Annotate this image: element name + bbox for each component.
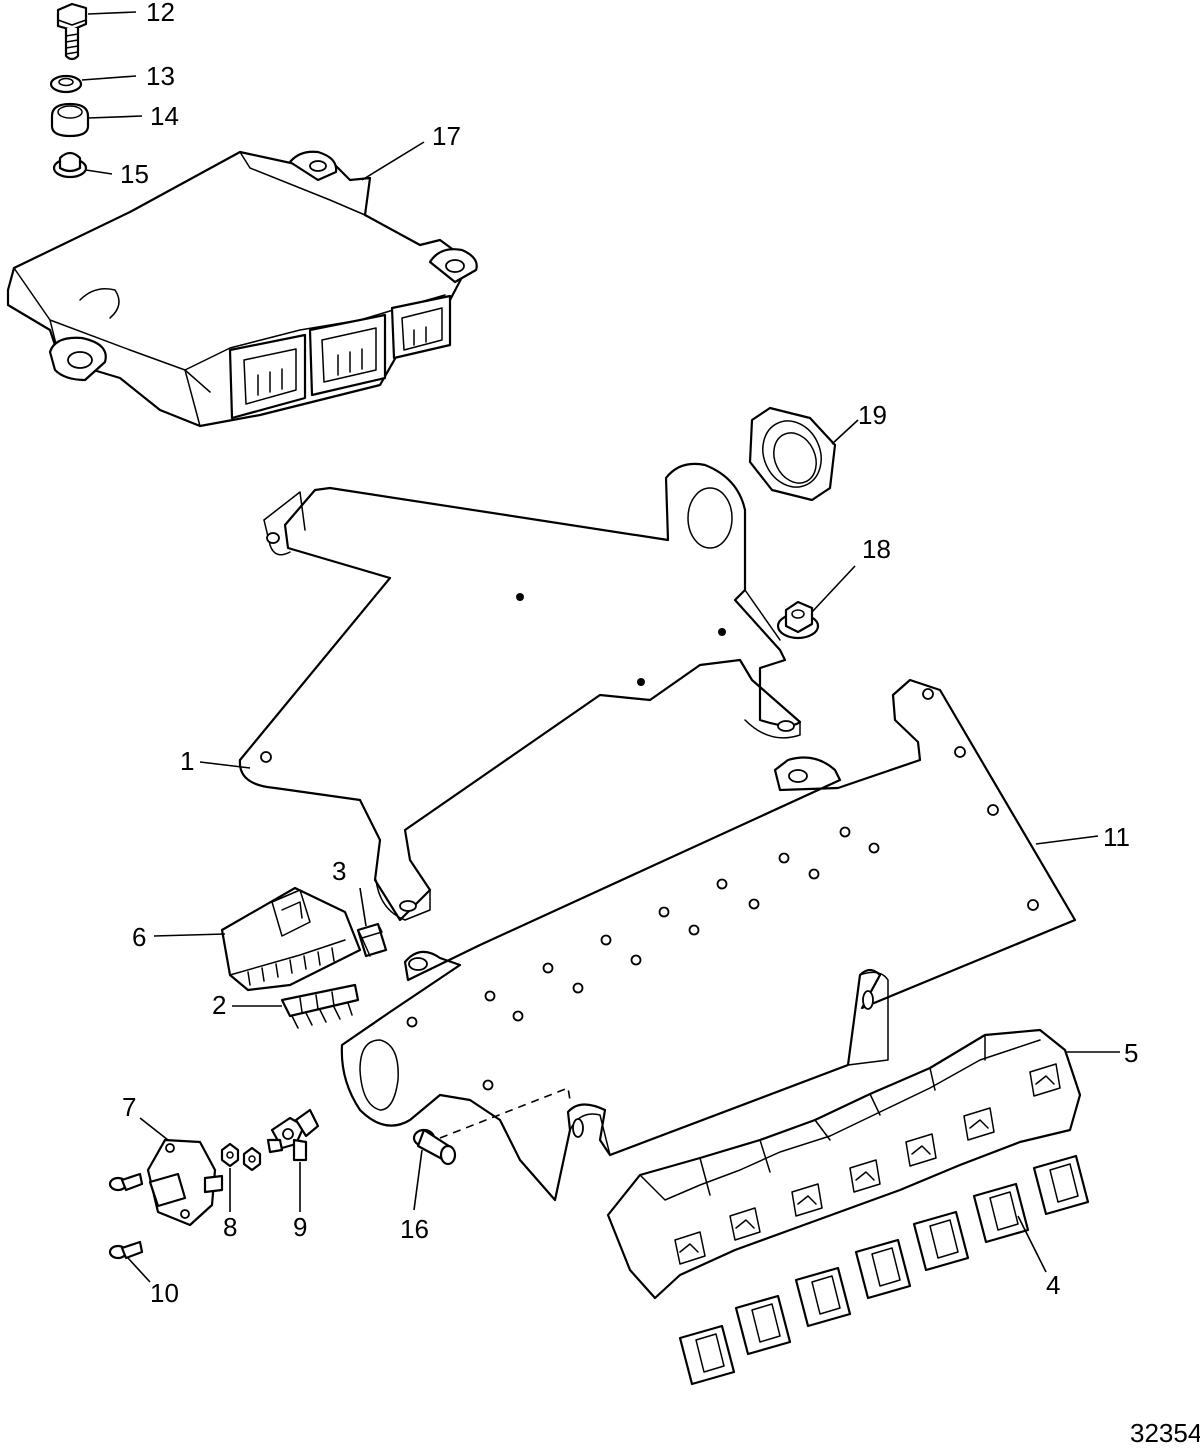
callout-18: 18 <box>862 534 891 564</box>
part-12-bolt <box>56 2 88 61</box>
callout-1: 1 <box>180 746 194 776</box>
part-2-fuse-strip <box>280 983 360 1029</box>
part-5-relay-bank <box>606 1028 1082 1300</box>
part-7-circuit-breaker <box>146 1138 224 1227</box>
part-8-nuts <box>220 1142 262 1172</box>
callout-13: 13 <box>146 61 175 91</box>
part-19-hex-nut <box>748 406 837 502</box>
callout-4: 4 <box>1046 1270 1060 1300</box>
part-6-fuse-block <box>220 886 362 992</box>
part-17-ecm-module <box>6 150 478 428</box>
leader-lines <box>81 11 1120 1283</box>
figure-number: 32354 <box>1130 1418 1200 1448</box>
callout-3: 3 <box>332 856 346 886</box>
part-10-screws <box>108 1172 144 1260</box>
part-18-flange-nut <box>776 600 820 640</box>
callout-19: 19 <box>858 400 887 430</box>
callout-5: 5 <box>1124 1038 1138 1068</box>
part-4-relay-covers <box>678 1154 1090 1386</box>
part-13-washer <box>49 74 83 94</box>
callout-14: 14 <box>150 101 179 131</box>
callout-12: 12 <box>146 0 175 27</box>
callout-2: 2 <box>212 990 226 1020</box>
part-1-upper-bracket <box>238 462 802 922</box>
callout-8: 8 <box>223 1212 237 1242</box>
part-16-stud <box>412 1128 457 1166</box>
part-11-mounting-plate <box>340 678 1077 1202</box>
callout-9: 9 <box>293 1212 307 1242</box>
callout-6: 6 <box>132 922 146 952</box>
callout-labels: 12 13 14 15 17 19 18 1 11 3 6 2 5 7 8 9 … <box>120 0 1200 1448</box>
callout-11: 11 <box>1103 822 1130 852</box>
part-3-fuse <box>356 922 388 958</box>
part-9-terminals <box>266 1108 320 1162</box>
part-14-grommet <box>50 102 90 138</box>
callout-7: 7 <box>122 1092 136 1122</box>
part-15-bushing <box>52 151 88 179</box>
callout-16: 16 <box>400 1214 429 1244</box>
callout-15: 15 <box>120 159 149 189</box>
callout-17: 17 <box>432 121 461 151</box>
callout-10: 10 <box>150 1278 179 1308</box>
